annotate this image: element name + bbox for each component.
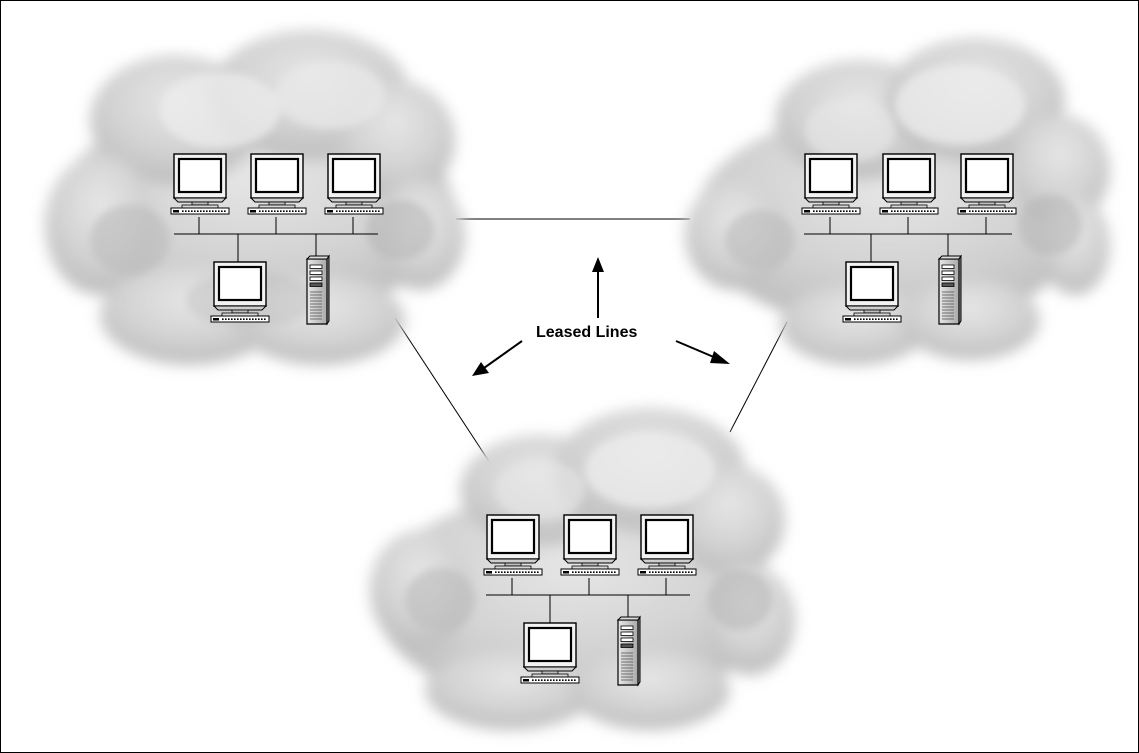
arrow-right-head xyxy=(710,351,730,364)
cloud-site-right xyxy=(685,38,1110,365)
arrow-left xyxy=(483,340,523,369)
server-bottom xyxy=(617,616,641,686)
tower-server-icon xyxy=(938,255,962,325)
server-right xyxy=(938,255,962,325)
link-right-bottom xyxy=(729,321,788,433)
tower-server-icon xyxy=(617,616,641,686)
leased-lines-label: Leased Lines xyxy=(536,324,638,341)
arrow-right xyxy=(675,340,717,359)
leased-line-links xyxy=(394,218,788,473)
lan-site-bottom xyxy=(486,578,690,623)
arrow-up-head xyxy=(592,257,604,272)
lan-site-left xyxy=(174,217,378,262)
server-left xyxy=(306,255,330,325)
arrow-left-head xyxy=(472,362,489,376)
link-left-bottom xyxy=(394,317,497,473)
lan-site-right xyxy=(804,217,1012,262)
tower-server-icon xyxy=(306,255,330,325)
label-arrows xyxy=(472,257,730,376)
